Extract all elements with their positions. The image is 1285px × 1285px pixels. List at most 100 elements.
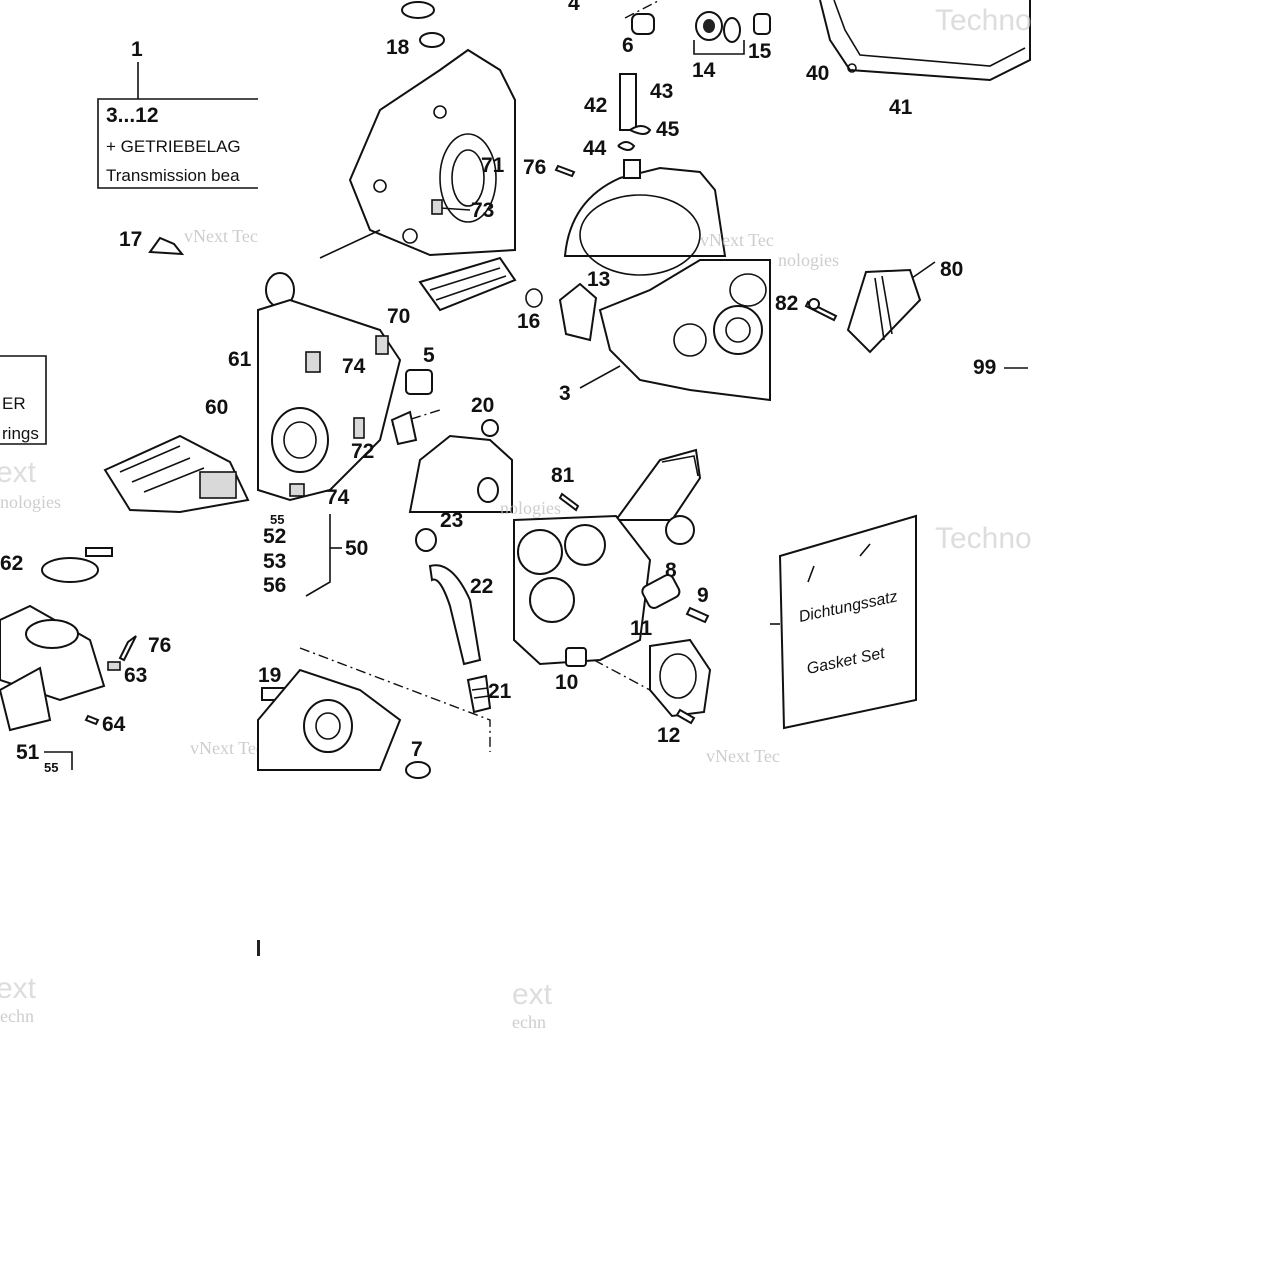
part-21-fitting bbox=[466, 674, 492, 714]
part-5-bushing bbox=[405, 369, 433, 395]
callout-56: 56 bbox=[263, 574, 286, 597]
watermark: ext bbox=[512, 978, 553, 1011]
part-14-seal bbox=[695, 11, 741, 43]
part-11-gasket bbox=[649, 638, 712, 718]
part-3-crankcase-right bbox=[598, 259, 771, 402]
watermark: vNext Tec bbox=[700, 230, 774, 250]
part-10-plug bbox=[565, 647, 587, 667]
callout-7: 7 bbox=[411, 738, 423, 761]
callout-12: 12 bbox=[657, 724, 680, 747]
callout-45: 45 bbox=[656, 118, 680, 141]
callout-74-a: 74 bbox=[342, 355, 366, 378]
callout-19: 19 bbox=[258, 664, 281, 687]
watermark: nologies bbox=[0, 492, 61, 512]
callout-43: 43 bbox=[650, 80, 673, 103]
watermark: echn bbox=[512, 1012, 546, 1032]
callout-44: 44 bbox=[583, 137, 607, 160]
callout-63: 63 bbox=[124, 664, 147, 687]
watermark: nologies bbox=[500, 498, 561, 518]
watermark: vNext Tec bbox=[706, 746, 780, 766]
callout-50: 50 bbox=[345, 537, 368, 560]
part-8-bushing bbox=[641, 574, 681, 609]
callout-23: 23 bbox=[440, 509, 463, 532]
info-box-range: 3...12 bbox=[106, 104, 159, 127]
part-23-cap bbox=[415, 528, 437, 552]
part-80-guard bbox=[846, 268, 922, 354]
callout-76-b: 76 bbox=[148, 634, 171, 657]
part-40-41-cover bbox=[819, 0, 1031, 82]
watermark: vNext Tec bbox=[190, 738, 264, 758]
watermark: Techno bbox=[935, 4, 1032, 37]
callout-52: 52 bbox=[263, 525, 286, 548]
callout-14: 14 bbox=[692, 59, 716, 82]
part-44-clamp bbox=[617, 141, 636, 151]
part-62-clamp bbox=[41, 557, 99, 583]
callout-40: 40 bbox=[806, 62, 829, 85]
callout-3: 3 bbox=[559, 382, 571, 405]
part-15-screw bbox=[753, 13, 771, 35]
callout-11: 11 bbox=[630, 617, 653, 640]
callout-99: 99 bbox=[973, 356, 996, 379]
callout-17: 17 bbox=[119, 228, 142, 251]
callout-64: 64 bbox=[102, 713, 126, 736]
part-gasket-strip bbox=[418, 256, 517, 312]
fragment-mark bbox=[257, 940, 260, 956]
part-18-oil-plug bbox=[401, 1, 445, 48]
callout-73: 73 bbox=[471, 199, 494, 222]
callout-55-a: 55 bbox=[270, 512, 284, 527]
watermark: echn bbox=[0, 1006, 34, 1026]
watermark: vNext Tec bbox=[184, 226, 258, 246]
callout-82: 82 bbox=[775, 292, 798, 315]
part-42-43-tube bbox=[619, 73, 637, 131]
watermark: nologies bbox=[778, 250, 839, 270]
part-17 bbox=[148, 236, 185, 256]
callout-4: 4 bbox=[568, 0, 580, 15]
callout-6: 6 bbox=[622, 34, 634, 57]
part-water-pump-housing bbox=[408, 434, 513, 513]
callout-42: 42 bbox=[584, 94, 607, 117]
part-6-bushing bbox=[631, 13, 655, 35]
watermark: Techno bbox=[935, 522, 1032, 555]
callout-41: 41 bbox=[889, 96, 913, 119]
callout-70: 70 bbox=[387, 305, 410, 328]
callout-60: 60 bbox=[205, 396, 228, 419]
callout-13: 13 bbox=[587, 268, 610, 291]
part-45-clamp bbox=[629, 125, 652, 135]
callout-80: 80 bbox=[940, 258, 963, 281]
callout-74-b: 74 bbox=[326, 486, 350, 509]
watermark: ext bbox=[0, 972, 37, 1005]
callout-21: 21 bbox=[488, 680, 512, 703]
callout-71: 71 bbox=[481, 154, 505, 177]
callout-10: 10 bbox=[555, 671, 578, 694]
info-box: 3...12 + GETRIEBELAG Transmission bea bbox=[97, 98, 258, 189]
info-box-title-en: Transmission bea bbox=[106, 166, 240, 185]
callout-62: 62 bbox=[0, 552, 23, 575]
callout-20: 20 bbox=[471, 394, 494, 417]
callout-5: 5 bbox=[423, 344, 435, 367]
callout-15: 15 bbox=[748, 40, 772, 63]
callout-1: 1 bbox=[131, 38, 143, 61]
side-box: ER rings bbox=[0, 355, 47, 445]
part-22-hose bbox=[428, 564, 482, 666]
info-box-title-de: + GETRIEBELAG bbox=[106, 137, 241, 156]
callout-55-b: 55 bbox=[44, 760, 58, 775]
callout-61: 61 bbox=[228, 348, 252, 371]
callout-53: 53 bbox=[263, 550, 286, 573]
side-box-text-2: rings bbox=[2, 424, 39, 443]
part-13-gasket bbox=[558, 282, 598, 342]
callout-22: 22 bbox=[470, 575, 493, 598]
part-chain-guide bbox=[614, 448, 702, 521]
callout-51: 51 bbox=[16, 741, 40, 764]
callout-9: 9 bbox=[697, 584, 709, 607]
side-box-text-1: ER bbox=[2, 394, 26, 413]
part-crankcase-cover bbox=[257, 298, 402, 502]
watermark: ext bbox=[0, 456, 37, 489]
callout-18: 18 bbox=[386, 36, 410, 59]
callout-72: 72 bbox=[351, 440, 374, 463]
part-clutch-cover bbox=[563, 166, 727, 257]
callout-81: 81 bbox=[551, 464, 575, 487]
callout-76-top: 76 bbox=[523, 156, 546, 179]
gasket-set-bag bbox=[778, 514, 917, 730]
callout-16: 16 bbox=[517, 310, 540, 333]
